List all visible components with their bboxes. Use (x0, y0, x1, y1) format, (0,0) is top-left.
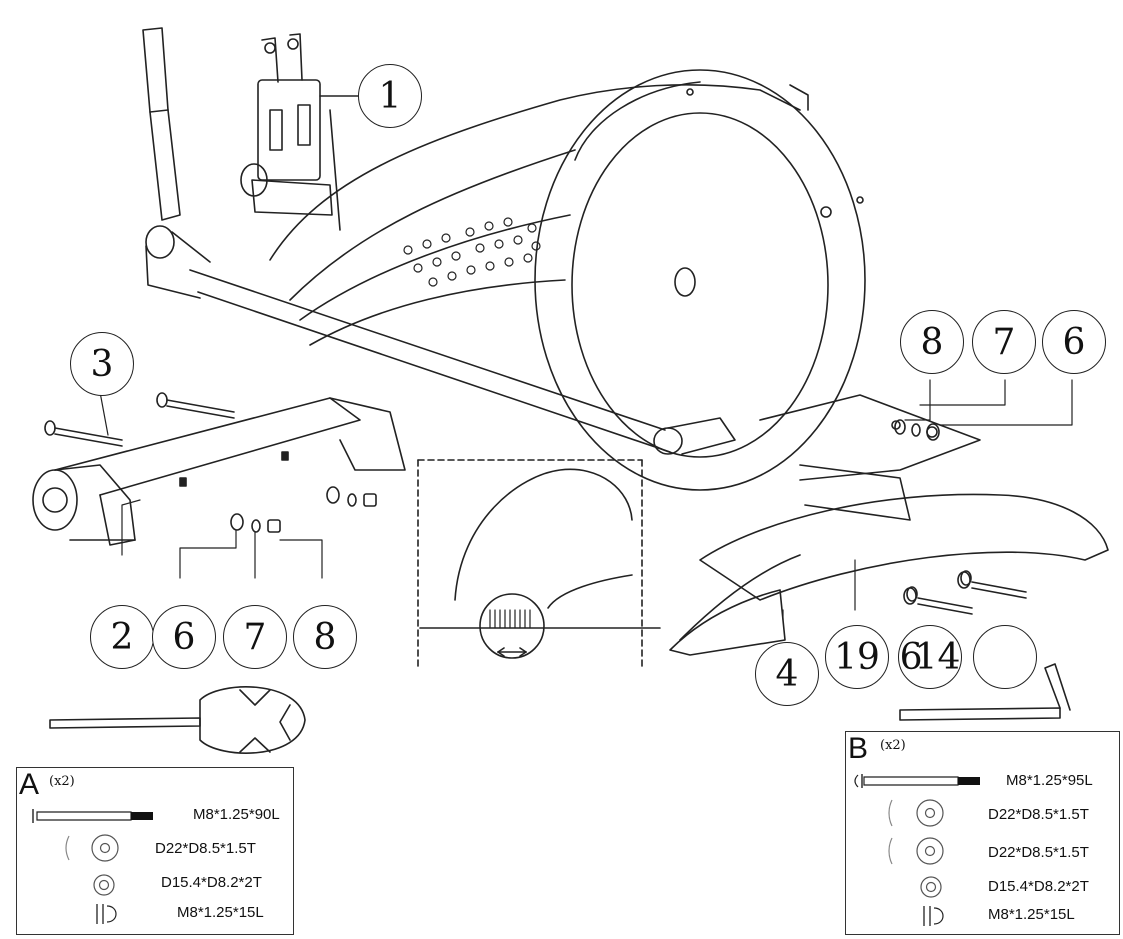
callout-part-7-right: 7 (972, 310, 1036, 374)
panel-a-letter: A (19, 768, 40, 801)
handlebar-post (142, 27, 181, 221)
nut-icon (96, 904, 117, 924)
spring-washer-icon (920, 876, 942, 898)
panel-b-letter: B (848, 732, 869, 765)
callout-part-14-label: 14 (914, 636, 961, 678)
callout-part-7-left: 7 (223, 605, 287, 669)
front-stabilizer (32, 397, 406, 546)
flywheel-shroud (269, 84, 801, 346)
callout-part-3: 3 (70, 332, 134, 396)
leader-lines (99, 95, 1073, 621)
wrench-tool (49, 686, 306, 754)
panel-a-spec-1: M8*1.25*90L (193, 806, 280, 823)
panel-a-spec-4: M8*1.25*15L (177, 904, 264, 921)
callout-part-4: 4 (755, 642, 819, 706)
callout-blank (973, 625, 1037, 689)
bolt-icon (854, 774, 980, 788)
callout-part-6-left: 6 (152, 605, 216, 669)
rear-bolts (906, 570, 1027, 615)
panel-a-spec-3: D15.4*D8.2*2T (161, 874, 262, 891)
hardware-panel-a: A (x2) M8*1.25*90L D22*D8.5*1.5T D15.4*D… (16, 767, 294, 935)
washer-icon (888, 837, 944, 865)
washer-icon (888, 799, 944, 827)
callout-part-19: 19 (825, 625, 889, 689)
detail-inset (417, 459, 643, 671)
stabilizer-hardware (230, 419, 971, 605)
callout-part-1: 1 (358, 64, 422, 128)
stabilizer-bolts (44, 392, 235, 447)
callout-part-8-right: 8 (900, 310, 964, 374)
panel-b-spec-2: D22*D8.5*1.5T (988, 806, 1089, 823)
panel-b-spec-3: D22*D8.5*1.5T (988, 844, 1089, 861)
panel-b-spec-1: M8*1.25*95L (1006, 772, 1093, 789)
callout-part-6-lower-right-label: 6 (899, 636, 923, 678)
flywheel-cover (534, 69, 866, 491)
panel-b-quantity: (x2) (880, 738, 906, 753)
spring-washer-icon (93, 874, 115, 896)
rear-stabilizer (669, 394, 1109, 656)
panel-b-spec-4: D15.4*D8.2*2T (988, 878, 1089, 895)
callout-part-8-left: 8 (293, 605, 357, 669)
washer-icon (65, 834, 119, 862)
panel-a-spec-2: D22*D8.5*1.5T (155, 840, 256, 857)
main-rail (145, 225, 736, 455)
nut-icon (923, 906, 944, 926)
panel-b-spec-5: M8*1.25*15L (988, 906, 1075, 923)
panel-a-quantity: (x2) (49, 774, 75, 789)
detail-inset-contents (419, 468, 661, 659)
console-mast (240, 33, 376, 216)
callout-part-2: 2 (90, 605, 154, 669)
callout-part-6-right: 6 (1042, 310, 1106, 374)
allen-key-tool (899, 663, 1071, 721)
hardware-panel-b: B (x2) M8*1.25*95L D22*D8.5*1.5T D22*D8.… (845, 731, 1120, 935)
bolt-icon (32, 809, 153, 823)
